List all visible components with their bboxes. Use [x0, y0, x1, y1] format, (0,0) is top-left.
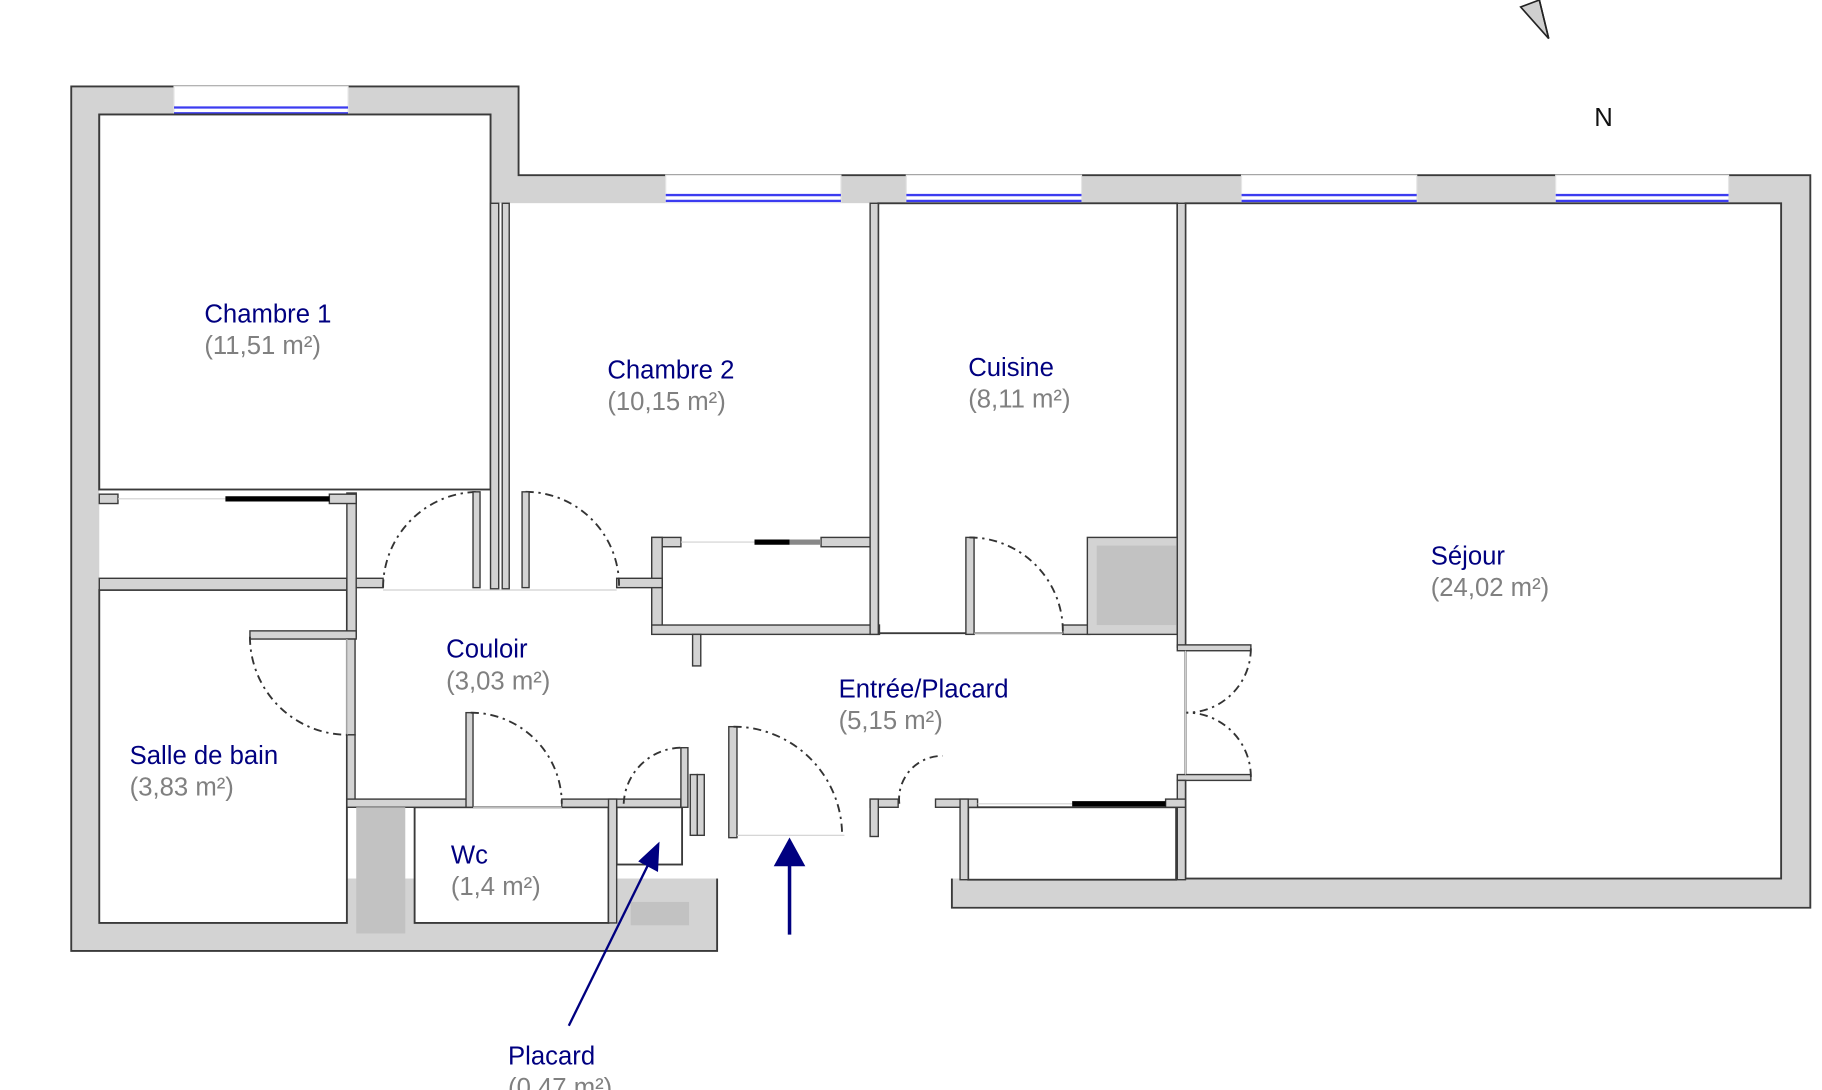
room-label-chambre-2: Chambre 2 (10,15 m²): [607, 357, 734, 417]
room-name: Séjour: [1431, 542, 1506, 570]
room-area: (11,51 m²): [204, 332, 321, 360]
room-name: Placard: [508, 1042, 595, 1070]
room-name: Couloir: [446, 636, 528, 664]
room-label-chambre-1: Chambre 1 (11,51 m²): [204, 300, 331, 360]
room-area: (24,02 m²): [1431, 574, 1549, 602]
room-label-couloir: Couloir (3,03 m²): [446, 636, 550, 696]
room-area: (5,15 m²): [839, 707, 943, 735]
room-name: Salle de bain: [130, 742, 279, 770]
interior-walls: [98, 202, 1252, 934]
room-label-wc: Wc (1,4 m²): [451, 841, 541, 901]
room-name: Chambre 1: [204, 300, 331, 328]
north-label: N: [1594, 104, 1613, 132]
room-area: (0,47 m²): [508, 1074, 612, 1090]
room-label-sejour: Séjour (24,02 m²): [1431, 542, 1549, 602]
room-area: (10,15 m²): [607, 388, 725, 416]
north-arrow-icon: [1519, 0, 1550, 40]
room-area: (1,4 m²): [451, 873, 541, 901]
placard-leader-arrow: [567, 841, 660, 1027]
room-label-cuisine: Cuisine (8,11 m²): [968, 354, 1070, 414]
room-area: (3,83 m²): [130, 774, 234, 802]
room-name: Wc: [451, 841, 488, 869]
windows: [173, 85, 1730, 204]
room-name: Chambre 2: [607, 357, 734, 385]
door-swings: [249, 490, 1252, 836]
room-name: Entrée/Placard: [839, 675, 1009, 703]
room-area: (3,03 m²): [446, 667, 550, 695]
entrance-arrow-icon: [773, 837, 806, 935]
room-name: Cuisine: [968, 354, 1054, 382]
room-label-entree: Entrée/Placard (5,15 m²): [839, 675, 1009, 735]
room-label-salle-de-bain: Salle de bain (3,83 m²): [130, 742, 279, 802]
room-label-placard: Placard (0,47 m²): [508, 1042, 612, 1090]
thresholds: [346, 589, 1187, 836]
room-area: (8,11 m²): [968, 386, 1070, 414]
